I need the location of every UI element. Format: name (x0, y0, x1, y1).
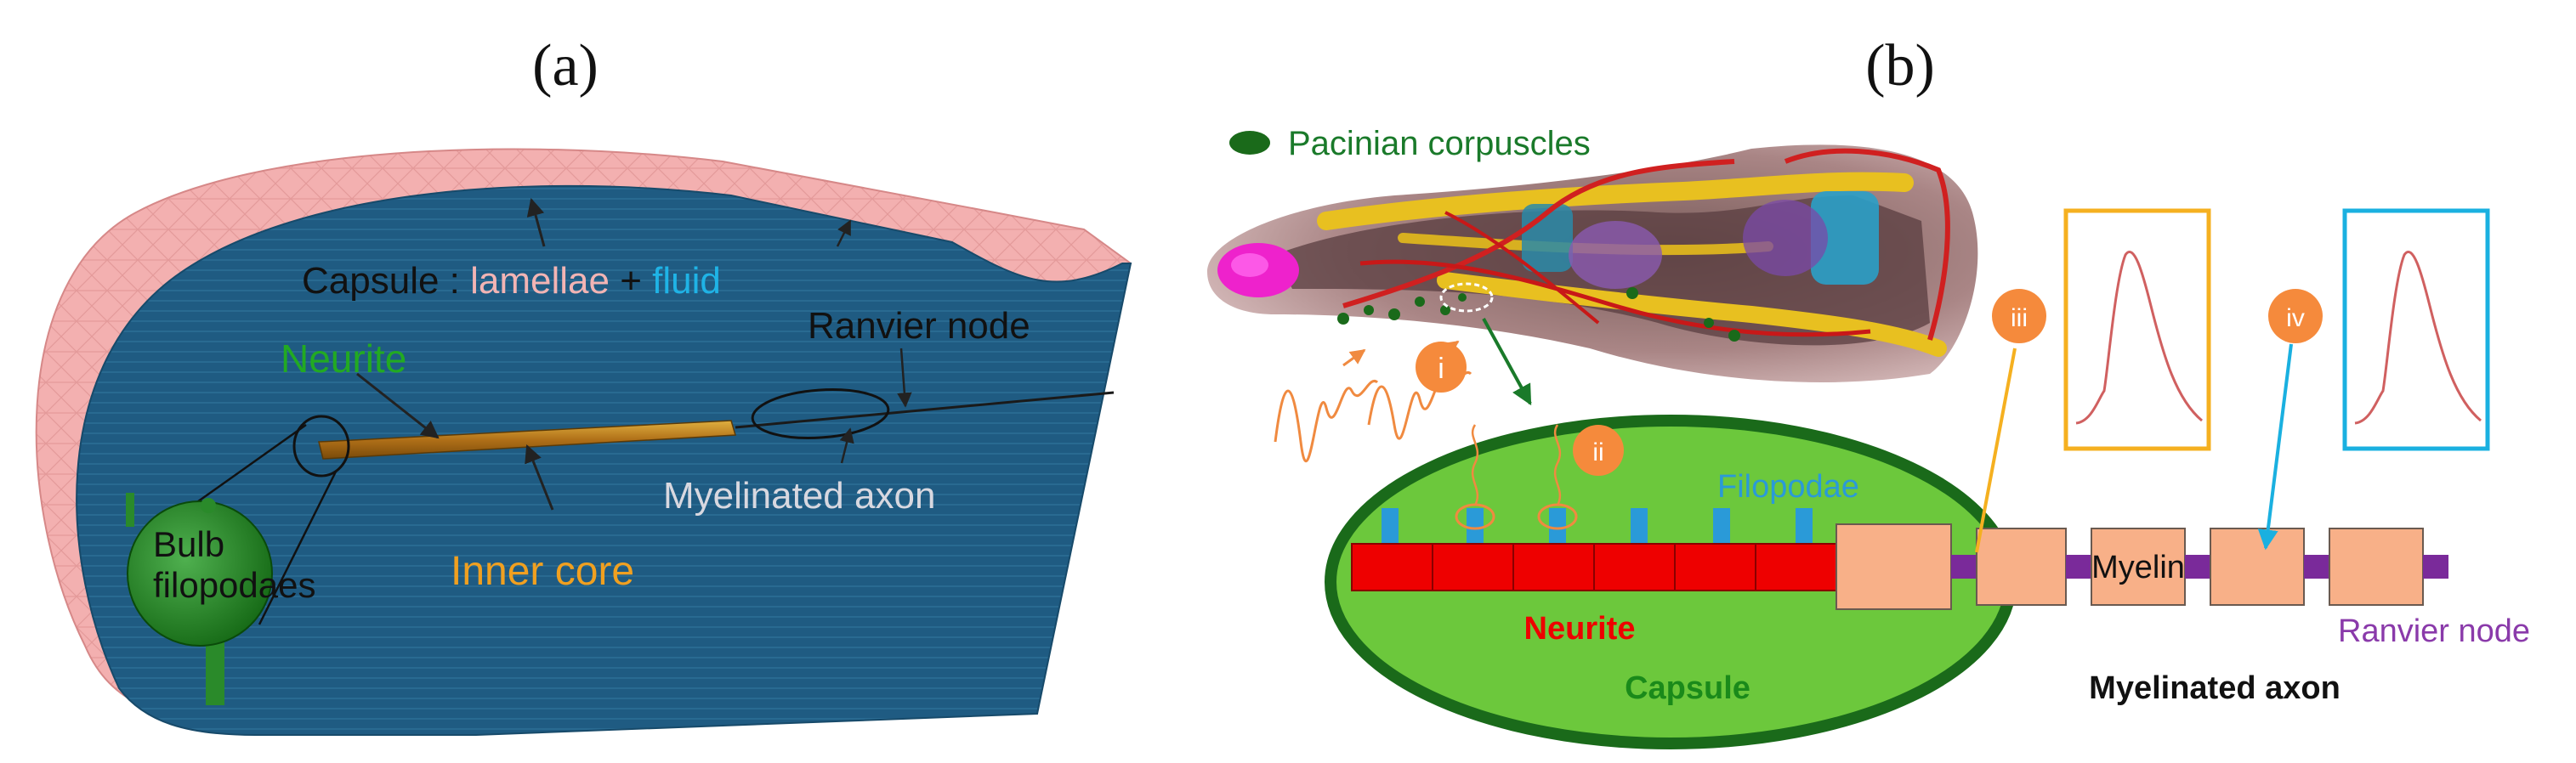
capsule-body (76, 184, 1132, 736)
pacinian-legend-label: Pacinian corpuscles (1288, 125, 1591, 162)
lamellae-arrow (526, 197, 546, 247)
pacinian-legend-marker (1229, 131, 1270, 155)
myelin-segment-4 (2210, 528, 2305, 606)
fluid-arrow (836, 219, 852, 247)
panel-b-label: (b) (1865, 33, 1935, 99)
panel-a: (a) Capsule : lamellae + fluid Neurite R (35, 33, 1132, 736)
neurite-arrow (356, 372, 440, 439)
zoom-arrow (1482, 318, 1532, 406)
neurite-label-b: Neurite (1524, 611, 1636, 647)
axon-line (735, 391, 1115, 429)
panel-a-label: (a) (532, 33, 599, 99)
iv-arrow (2257, 343, 2293, 551)
ranvier-node-label-a: Ranvier node (808, 305, 1030, 347)
marker-i-text: i (1438, 353, 1444, 385)
filopod-wave-1 (1471, 424, 1479, 506)
stimulus-wave-1 (1274, 379, 1379, 462)
bulb-filopodia-knob (201, 498, 216, 513)
capsule-label-b: Capsule (1625, 670, 1750, 706)
ranvier-arrow (897, 348, 912, 408)
inner-core (318, 420, 736, 460)
marker-iii-text: iii (2011, 304, 2028, 332)
marker-iii (1992, 289, 2046, 343)
ranvier-node-label-b: Ranvier node (2338, 613, 2530, 649)
marker-iv (2268, 289, 2323, 343)
bulb-zoom-line-bottom (258, 471, 338, 625)
iii-connector (1975, 348, 2017, 553)
ranvier-node-1 (1951, 555, 1977, 579)
bulb-label-line2: filopodaes (153, 565, 315, 605)
neurite-label: Neurite (281, 336, 406, 381)
myelinated-axon-b (1836, 523, 2448, 610)
marker-ii-text: ii (1592, 438, 1603, 466)
axon-arrow (839, 427, 854, 464)
filopod-wave-2 (1553, 424, 1562, 506)
ranvier-node-ellipse (751, 388, 890, 439)
myelin-segment-1 (1836, 523, 1952, 610)
ranvier-node-4 (2304, 555, 2329, 579)
action-potential-box-iii (2063, 208, 2211, 451)
neurite-segments (1351, 543, 1837, 591)
bulb-tip-circle (292, 415, 350, 478)
myelin-segment-2 (1976, 528, 2067, 606)
action-potential-box-iv (2342, 208, 2490, 451)
myelin-label: Myelin (2091, 550, 2185, 585)
myelinated-axon-label-a: Myelinated axon (663, 475, 935, 517)
myelin-segment-5 (2329, 528, 2424, 606)
marker-iv-text: iv (2286, 304, 2305, 332)
ranvier-node-5 (2423, 555, 2448, 579)
inner-core-label: Inner core (451, 549, 634, 594)
finger-model (1207, 144, 1978, 383)
bulb-filopodia-stub (126, 493, 134, 527)
bulb-label-line1: Bulb (153, 524, 224, 564)
panel-b: (b) Pacinian corpuscles (1207, 33, 2530, 749)
capsule-label: Capsule : lamellae + fluid (302, 260, 721, 302)
marker-ii (1573, 425, 1624, 476)
stimulus-arrow-1 (1342, 348, 1366, 367)
myelin-segment-3 (2091, 528, 2186, 606)
bulb-sphere (127, 500, 273, 647)
ranvier-node-2 (2066, 555, 2091, 579)
ranvier-node-3 (2185, 555, 2210, 579)
inner-core-arrow (525, 444, 554, 511)
filopodae-label: Filopodae (1717, 469, 1859, 505)
myelinated-axon-label-b: Myelinated axon (2089, 670, 2341, 706)
marker-i (1416, 342, 1467, 393)
filopodae (1382, 508, 1813, 544)
